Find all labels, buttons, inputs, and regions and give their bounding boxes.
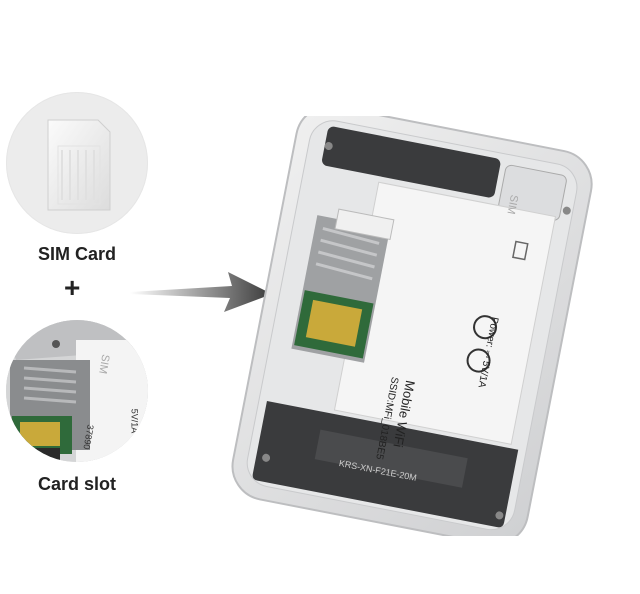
card-slot-image: SIM 5V/1A 37890 (6, 320, 148, 462)
plus-icon: + (64, 272, 81, 303)
sim-card-label: SIM Card (38, 244, 117, 264)
mobile-wifi-device (231, 116, 593, 536)
sim-card-image (6, 92, 148, 234)
card-slot-closeup (6, 320, 148, 462)
card-slot-label: Card slot (38, 474, 117, 494)
arrow-right-icon (130, 272, 272, 312)
sim-card-icon (47, 119, 111, 211)
slot-power-text: 5V/1A (129, 408, 140, 434)
